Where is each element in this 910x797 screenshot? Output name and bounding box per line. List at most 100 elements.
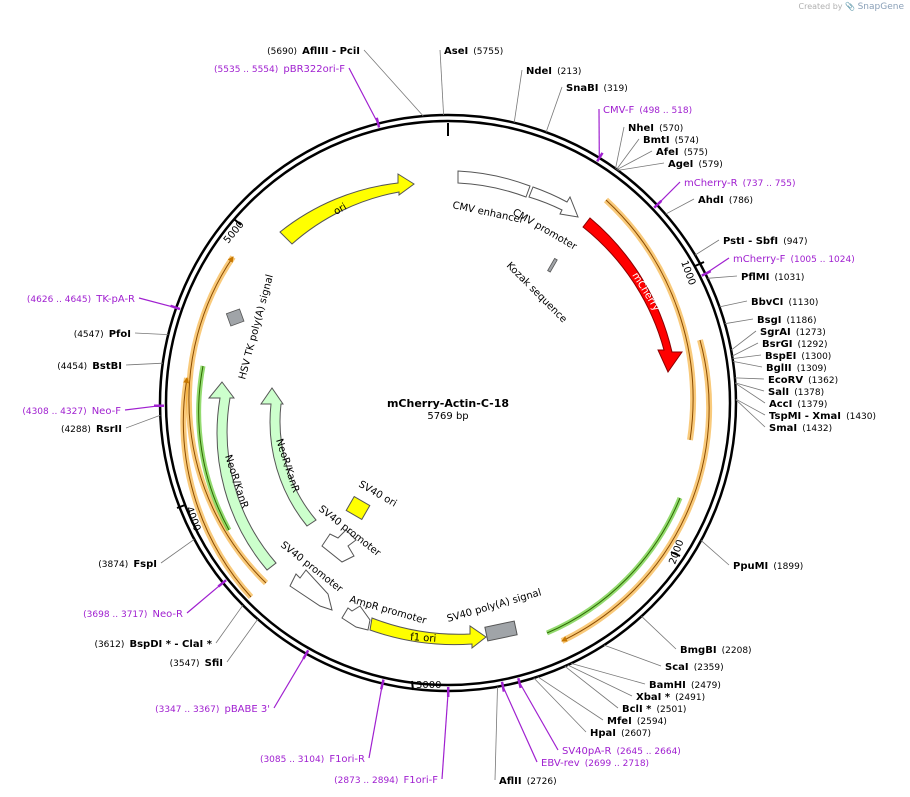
restriction-site-label: BclI * (2501): [622, 697, 686, 716]
site-leader-line: [707, 275, 738, 279]
plasmid-name: mCherry-Actin-C-18: [387, 397, 509, 410]
site-position: (3547): [170, 659, 200, 669]
site-leader-line: [732, 342, 759, 357]
site-name: ScaI: [665, 662, 689, 673]
restriction-site-label: MfeI (2594): [607, 709, 667, 728]
mcherry-feature-arrow: [582, 217, 683, 374]
site-leader-line: [545, 86, 563, 133]
site-position: (4288): [61, 425, 91, 435]
f1-ori-label: f1 ori: [410, 632, 437, 645]
restriction-site-label: PflMI (1031): [741, 265, 804, 284]
site-name: F1ori-R: [329, 754, 365, 765]
tick-mark-1000: [694, 261, 705, 267]
site-leader-line: [616, 138, 640, 170]
site-name: SfiI: [205, 658, 223, 669]
site-name: NheI: [628, 123, 654, 134]
site-leader-line: [134, 332, 169, 335]
cmv-promoter-arrow: [528, 186, 579, 218]
site-position: (2208): [722, 646, 752, 656]
site-position: (2873 .. 2894): [334, 776, 398, 786]
restriction-site-label: SmaI (1432): [769, 416, 832, 435]
restriction-site-label: BspEI (1300): [765, 344, 831, 363]
tick-mark-4000: [176, 504, 186, 509]
site-position: (1378): [794, 388, 824, 398]
site-leader-line: [226, 618, 259, 663]
site-name: BglII: [766, 363, 792, 374]
site-position: (786): [729, 196, 753, 206]
sv40-promoter-arrow-1: [321, 529, 357, 563]
site-leader-line: [694, 239, 720, 256]
site-name: HpaI: [590, 728, 616, 739]
site-leader-line: [665, 198, 695, 215]
restriction-site-label: BsgI (1186): [757, 308, 816, 327]
site-position: (213): [557, 67, 581, 77]
restriction-site-label: XbaI * (2491): [636, 685, 705, 704]
site-position: (2699 .. 2718): [585, 759, 649, 769]
hsv-tk-polya-label: HSV TK poly(A) signal: [237, 273, 276, 380]
restriction-site-label: TspMI - XmaI (1430): [769, 404, 876, 423]
site-name: BmgBI: [680, 645, 717, 656]
site-position: (1273): [796, 328, 826, 338]
site-name: BstBI: [92, 361, 122, 372]
site-name: mCherry-F: [733, 254, 786, 265]
primer-site-mark: [500, 681, 506, 692]
site-position: (579): [699, 160, 723, 170]
restriction-site-label: BmtI (574): [643, 128, 699, 147]
site-leader-line: [494, 686, 498, 781]
restriction-site-label: HpaI (2607): [590, 721, 651, 740]
site-position: (574): [675, 136, 699, 146]
primer-site-mark: [701, 269, 712, 277]
primer-site-label: (5535 .. 5554) pBR322ori-F: [214, 57, 345, 76]
site-name: EcoRV: [768, 375, 803, 386]
site-position: (2594): [637, 717, 667, 727]
site-leader-line: [734, 377, 765, 380]
mcherry-feature-label: mCherry: [629, 271, 661, 314]
site-position: (570): [659, 124, 683, 134]
restriction-site-label: BbvCI (1130): [751, 290, 818, 309]
site-position: (5535 .. 5554): [214, 65, 278, 75]
site-position: (1899): [773, 562, 803, 572]
site-name: BbvCI: [751, 297, 783, 308]
site-name: Neo-R: [153, 609, 184, 620]
site-position: (3698 .. 3717): [83, 610, 147, 620]
restriction-site-label: PpuMI (1899): [733, 554, 803, 573]
restriction-site-label: AseI (5755): [444, 39, 503, 58]
site-leader-line: [502, 685, 538, 763]
site-position: (947): [783, 237, 807, 247]
site-position: (3347 .. 3367): [155, 705, 219, 715]
site-leader-line: [641, 616, 677, 650]
site-name: BsrGI: [762, 339, 792, 350]
site-name: mCherry-R: [684, 178, 738, 189]
restriction-site-label: AgeI (579): [668, 152, 723, 171]
site-name: pBR322ori-F: [283, 64, 345, 75]
restriction-site-label: (3874) FspI: [98, 552, 157, 571]
site-name: AflIII - PciI: [302, 46, 360, 57]
restriction-site-label: AccI (1379): [769, 392, 827, 411]
restriction-site-label: EcoRV (1362): [768, 368, 838, 387]
sv40-polya-marker: [484, 620, 518, 642]
site-leader-line: [518, 681, 559, 751]
snapgene-logo-icon: 📎: [845, 2, 856, 11]
primer-site-mark: [170, 304, 181, 311]
f1-ori-arrow: [369, 617, 487, 650]
restriction-site-label: AflII (2726): [499, 769, 557, 788]
site-leader-line: [719, 300, 748, 308]
site-name: TspMI - XmaI: [769, 411, 841, 422]
site-name: SalI: [768, 387, 789, 398]
site-leader-line: [735, 382, 765, 392]
site-position: (5690): [267, 47, 297, 57]
site-position: (1031): [775, 273, 805, 283]
restriction-site-label: BamHI (2479): [649, 673, 721, 692]
site-leader-line: [617, 162, 665, 171]
site-name: SgrAI: [760, 327, 791, 338]
site-leader-line: [735, 382, 766, 404]
site-name: pBABE 3': [224, 704, 270, 715]
restriction-site-label: (4454) BstBI: [57, 354, 122, 373]
primer-site-label: (3085 .. 3104) F1ori-R: [260, 747, 365, 766]
site-leader-line: [567, 664, 633, 697]
site-name: XbaI *: [636, 692, 671, 703]
site-position: (1379): [797, 400, 827, 410]
site-leader-line: [732, 361, 763, 368]
site-name: AgeI: [668, 159, 693, 170]
